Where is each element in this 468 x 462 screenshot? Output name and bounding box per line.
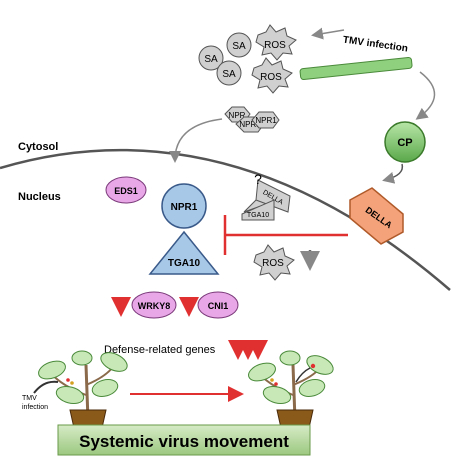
svg-text:TGA10: TGA10 xyxy=(247,212,269,219)
question-mark: ? xyxy=(254,171,262,187)
plant-right xyxy=(248,350,334,429)
svg-text:NPR: NPR xyxy=(229,111,246,120)
svg-text:Systemic virus movement: Systemic virus movement xyxy=(79,432,289,451)
spread-arrow xyxy=(295,367,311,383)
della-protein: DELLA xyxy=(349,187,404,245)
svg-text:TGA10: TGA10 xyxy=(168,258,201,269)
tmv-infection-plant-line1: TMV xyxy=(22,395,37,402)
sa-molecule: SA xyxy=(216,60,242,86)
cni1-gene: CNI1 xyxy=(197,291,239,319)
wrky8-gene: WRKY8 xyxy=(131,291,177,319)
svg-text:NPR1: NPR1 xyxy=(171,202,198,213)
cp-protein: CP xyxy=(384,121,426,163)
cell-membrane xyxy=(0,148,451,291)
arrow-tmv-to-cp xyxy=(415,71,436,120)
npr1-protein: NPR1 xyxy=(161,183,207,229)
npr1-oligomer: NPR NPR1 NPR1 xyxy=(224,106,280,133)
plant-left xyxy=(38,350,128,429)
svg-text:SA: SA xyxy=(232,41,246,52)
svg-text:SA: SA xyxy=(222,69,236,80)
systemic-movement-banner: Systemic virus movement xyxy=(57,424,311,456)
ros-burst: ROS xyxy=(255,24,297,61)
svg-text:SA: SA xyxy=(204,54,218,65)
ros-nucleus: ROS xyxy=(253,244,295,281)
tmv-infection-label: TMV infection xyxy=(342,35,408,55)
tga10-protein: TGA10 xyxy=(148,230,220,275)
defense-genes-label: Defense-related genes xyxy=(104,344,216,356)
svg-text:ROS: ROS xyxy=(262,258,284,269)
eds1-protein: EDS1 xyxy=(105,176,147,204)
tmv-infection-plant-line2: infection xyxy=(22,404,48,411)
arrow-npr1-import xyxy=(169,118,223,163)
sa-molecule: SA xyxy=(226,32,252,58)
svg-text:WRKY8: WRKY8 xyxy=(138,301,171,311)
svg-text:EDS1: EDS1 xyxy=(114,186,138,196)
nucleus-label: Nucleus xyxy=(18,191,61,203)
svg-text:NPR1: NPR1 xyxy=(239,120,261,129)
svg-text:CNI1: CNI1 xyxy=(208,301,229,311)
svg-text:NPR1: NPR1 xyxy=(255,116,277,125)
ros-burst: ROS xyxy=(251,57,293,94)
arrow-tmv-to-ros xyxy=(311,27,345,40)
cytosol-label: Cytosol xyxy=(18,141,58,153)
sa-molecule: SA xyxy=(198,45,224,71)
syringe-icon xyxy=(33,380,59,394)
svg-text:CP: CP xyxy=(397,137,412,149)
svg-text:ROS: ROS xyxy=(260,72,282,83)
tmv-rod xyxy=(299,56,413,81)
della-tga10-complex: DELLA TGA10 xyxy=(241,179,291,221)
svg-text:ROS: ROS xyxy=(264,40,286,51)
arrow-cp-to-della xyxy=(382,163,404,184)
